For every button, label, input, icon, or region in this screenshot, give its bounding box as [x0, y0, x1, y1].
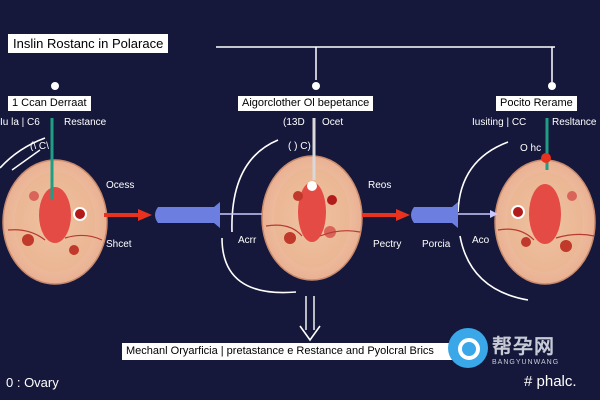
stage-1-side-right-a: Ocess: [106, 180, 135, 191]
stage-3-top-label-b: Resltance: [552, 117, 597, 128]
diagram-title: Inslin Rostanc in Polarace: [8, 34, 169, 53]
watermark-main: 帮孕网: [492, 336, 555, 358]
arrow-red-2: [362, 209, 410, 221]
curve-stage2-bottom: [221, 237, 297, 294]
stage-1-top-label-b: Restance: [64, 117, 107, 128]
stage-3-top-label-a: Iusiting | CC: [472, 117, 527, 128]
curve-stage3-top: [457, 141, 509, 213]
stage-1-side-right-b: Shcet: [106, 239, 132, 250]
stage-2-top-label-b: Ocet: [322, 117, 344, 128]
stage-3-mid-label: O hc: [520, 143, 542, 154]
node-dot-1: [51, 82, 59, 90]
stage-3-side-left: Aco: [472, 235, 490, 246]
curve-left-2: [11, 149, 41, 171]
stage-2-top-label-a: (13D: [283, 117, 305, 128]
stage-1-mid-label: (\ C\: [30, 141, 49, 152]
arrow-red-1: [104, 209, 152, 221]
arrow-blue-2: [411, 202, 498, 228]
curve-stage2-top: [231, 139, 279, 233]
stage-2-side-right-a: Reos: [368, 180, 392, 191]
watermark: 帮孕网 BANGYUNWANG: [448, 328, 559, 368]
footer-right-label: # phalc.: [524, 373, 577, 390]
stage-2-side-left: Acrr: [238, 235, 257, 246]
organ-stage-1: [2, 118, 108, 285]
stage-1-top-label-a: Iu la | C6: [0, 117, 40, 128]
footer-left-label: 0 : Ovary: [6, 375, 59, 390]
watermark-logo-icon: [448, 328, 488, 368]
arrow-blue-1: [155, 202, 262, 228]
organ-stage-3: [494, 118, 596, 285]
down-arrow-head: [299, 325, 321, 342]
stage-2-header: Aigorclother Ol bepetance: [238, 96, 374, 111]
stage-2-side-right-b: Pectry: [373, 239, 402, 250]
node-dot-2: [312, 82, 320, 90]
watermark-sub: BANGYUNWANG: [492, 359, 560, 366]
curve-left-1: [0, 137, 46, 169]
organ-stage-2: [261, 118, 363, 281]
stage-3-header: Pocito Rerame: [496, 96, 577, 111]
node-dot-3: [548, 82, 556, 90]
curve-stage3-bottom: [459, 235, 529, 301]
stage-2-side-right-c: Porcia: [422, 239, 451, 250]
bottom-caption: Mechanl Oryarficia | pretastance e Resta…: [122, 343, 482, 360]
stage-1-header: 1 Ccan Derraat: [8, 96, 91, 111]
stage-2-mid-label: ( ) C): [288, 141, 311, 152]
